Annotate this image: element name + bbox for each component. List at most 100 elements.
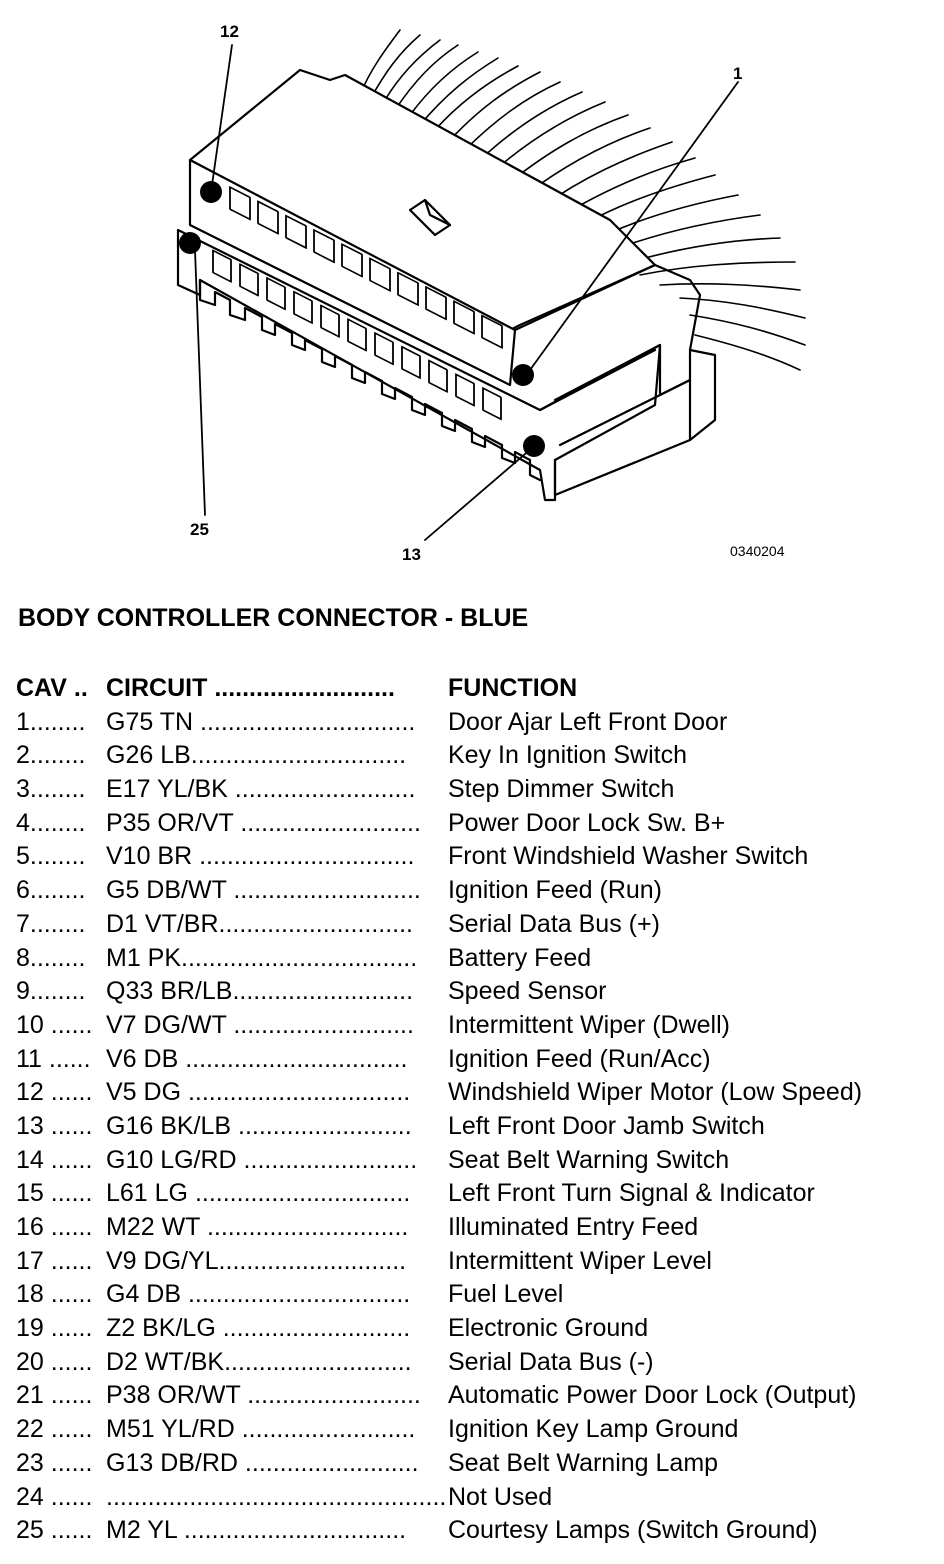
- function-cell: Left Front Door Jamb Switch: [448, 1111, 765, 1140]
- cav-cell: 10 ......: [16, 1010, 93, 1039]
- table-row: 20 ...... D2 WT/BK.......................…: [16, 1346, 936, 1380]
- circuit-cell: V10 BR ...............................: [106, 842, 415, 871]
- circuit-cell: P35 OR/VT ..........................: [106, 808, 421, 837]
- table-row: 23 ...... G13 DB/RD .....................…: [16, 1447, 936, 1481]
- function-cell: Seat Belt Warning Lamp: [448, 1448, 719, 1477]
- circuit-cell: M2 YL ................................: [106, 1516, 407, 1545]
- table-row: 2........ G26 LB.........................…: [16, 739, 936, 773]
- circuit-cell: Z2 BK/LG ...........................: [106, 1314, 411, 1343]
- cav-cell: 11 ......: [16, 1044, 91, 1073]
- circuit-cell: G26 LB...............................: [106, 741, 407, 770]
- cav-cell: 3........: [16, 775, 86, 804]
- cav-cell: 23 ......: [16, 1448, 93, 1477]
- cav-cell: 16 ......: [16, 1213, 93, 1241]
- table-row: 6........ G5 DB/WT ......................…: [16, 874, 936, 908]
- cav-cell: 2........: [16, 741, 86, 770]
- table-row: 9........Q33 BR/LB......................…: [16, 975, 936, 1009]
- table-row: 24 .....................................…: [16, 1481, 936, 1515]
- function-cell: Electronic Ground: [448, 1314, 649, 1343]
- cavity-25-marker: [179, 232, 201, 254]
- cav-cell: 6........: [16, 876, 86, 905]
- cav-cell: 12 ......: [16, 1078, 93, 1107]
- table-row: 22 ...... M51 YL/RD .....................…: [16, 1413, 936, 1447]
- connector-title: BODY CONTROLLER CONNECTOR - BLUE: [18, 604, 529, 632]
- table-row: 8........M1 PK..........................…: [16, 942, 936, 976]
- table-row: 19 ...... Z2 BK/LG ......................…: [16, 1312, 936, 1346]
- table-row: 11 ...... V6 DB .........................…: [16, 1043, 936, 1077]
- function-cell: Power Door Lock Sw. B+: [448, 808, 726, 837]
- function-cell: Intermittent Wiper (Dwell): [448, 1010, 730, 1039]
- function-cell: Windshield Wiper Motor (Low Speed): [448, 1078, 863, 1107]
- cav-cell: 7........: [16, 909, 86, 938]
- function-cell: Speed Sensor: [448, 977, 607, 1006]
- function-cell: Step Dimmer Switch: [448, 775, 675, 804]
- circuit-cell: Q33 BR/LB..........................: [106, 977, 414, 1006]
- table-row: 15 ......L61 LG ........................…: [16, 1177, 936, 1211]
- cav-cell: 18 ......: [16, 1280, 93, 1309]
- circuit-cell: P38 OR/WT .........................: [106, 1381, 421, 1410]
- cav-cell: 22 ......: [16, 1415, 93, 1444]
- table-header: CAV .. CIRCUIT .........................…: [16, 672, 936, 706]
- table-row: 18 ......G4 DB .........................…: [16, 1278, 936, 1312]
- function-cell: Front Windshield Washer Switch: [448, 842, 809, 871]
- function-cell: Seat Belt Warning Switch: [448, 1145, 730, 1174]
- callout-12: 12: [220, 22, 239, 41]
- cav-cell: 21 ......: [16, 1381, 93, 1410]
- circuit-cell: ........................................…: [106, 1482, 446, 1511]
- circuit-cell: G75 TN ...............................: [106, 707, 416, 736]
- cav-cell: 20 ......: [16, 1347, 93, 1376]
- function-cell: Left Front Turn Signal & Indicator: [448, 1179, 815, 1208]
- function-cell: Intermittent Wiper Level: [448, 1246, 712, 1275]
- cav-cell: 19 ......: [16, 1314, 93, 1343]
- function-cell: Courtesy Lamps (Switch Ground): [448, 1516, 818, 1545]
- function-cell: Battery Feed: [448, 943, 592, 972]
- cav-cell: 1........: [16, 707, 86, 736]
- function-cell: Automatic Power Door Lock (Output): [448, 1381, 857, 1410]
- circuit-cell: G5 DB/WT ...........................: [106, 876, 421, 905]
- function-cell: Door Ajar Left Front Door: [448, 707, 728, 736]
- function-cell: Illuminated Entry Feed: [448, 1213, 699, 1241]
- figure-code: 0340204: [730, 543, 785, 559]
- cav-cell: 25 ......: [16, 1516, 93, 1545]
- header-function: FUNCTION: [448, 674, 578, 702]
- table-row: 21 ...... P38 OR/WT .....................…: [16, 1379, 936, 1413]
- circuit-cell: D2 WT/BK...........................: [106, 1347, 412, 1376]
- cavity-13-marker: [523, 435, 545, 457]
- circuit-cell: V6 DB ................................: [106, 1044, 408, 1073]
- table-row: 16 ...... M22 WT ........................…: [16, 1211, 936, 1245]
- table-row: 4........P35 OR/VT .....................…: [16, 807, 936, 841]
- callout-13: 13: [402, 545, 421, 564]
- function-cell: Not Used: [448, 1482, 553, 1511]
- circuit-cell: M1 PK..................................: [106, 943, 418, 972]
- connector-drawing: [176, 29, 806, 541]
- function-cell: Ignition Key Lamp Ground: [448, 1415, 739, 1444]
- table-row: 1........ G75 TN ........................…: [16, 706, 936, 740]
- circuit-cell: M51 YL/RD .........................: [106, 1415, 416, 1444]
- header-circuit: CIRCUIT ..........................: [106, 674, 395, 702]
- function-cell: Ignition Feed (Run/Acc): [448, 1044, 711, 1073]
- table-row: 13 ......G16 BK/LB .....................…: [16, 1110, 936, 1144]
- circuit-cell: M22 WT .............................: [106, 1213, 409, 1241]
- function-cell: Serial Data Bus (+): [448, 909, 660, 938]
- cav-cell: 13 ......: [16, 1111, 93, 1140]
- leader-lines: [194, 44, 739, 541]
- header-cav: CAV ..: [16, 674, 88, 702]
- function-cell: Key In Ignition Switch: [448, 741, 688, 770]
- function-cell: Ignition Feed (Run): [448, 876, 663, 905]
- table-row: 5........ V10 BR ........................…: [16, 840, 936, 874]
- cav-cell: 5........: [16, 842, 86, 871]
- circuit-cell: D1 VT/BR............................: [106, 909, 414, 938]
- function-cell: Fuel Level: [448, 1280, 564, 1309]
- circuit-cell: L61 LG ...............................: [106, 1179, 411, 1208]
- circuit-cell: E17 YL/BK ..........................: [106, 775, 416, 804]
- circuit-cell: G13 DB/RD .........................: [106, 1448, 419, 1477]
- callout-1: 1: [733, 64, 743, 83]
- lower-cavity-row: [212, 249, 502, 421]
- circuit-cell: V9 DG/YL...........................: [106, 1246, 407, 1275]
- pinout-table: CAV .. CIRCUIT .........................…: [16, 672, 936, 1548]
- table-row: 10 ......V7 DG/WT ......................…: [16, 1009, 936, 1043]
- table-row: 7........ D1 VT/BR.......................…: [16, 908, 936, 942]
- upper-cavity-row: [229, 186, 503, 349]
- table-row: 14 ......G10 LG/RD .....................…: [16, 1144, 936, 1178]
- table-row: 12 ......V5 DG .........................…: [16, 1076, 936, 1110]
